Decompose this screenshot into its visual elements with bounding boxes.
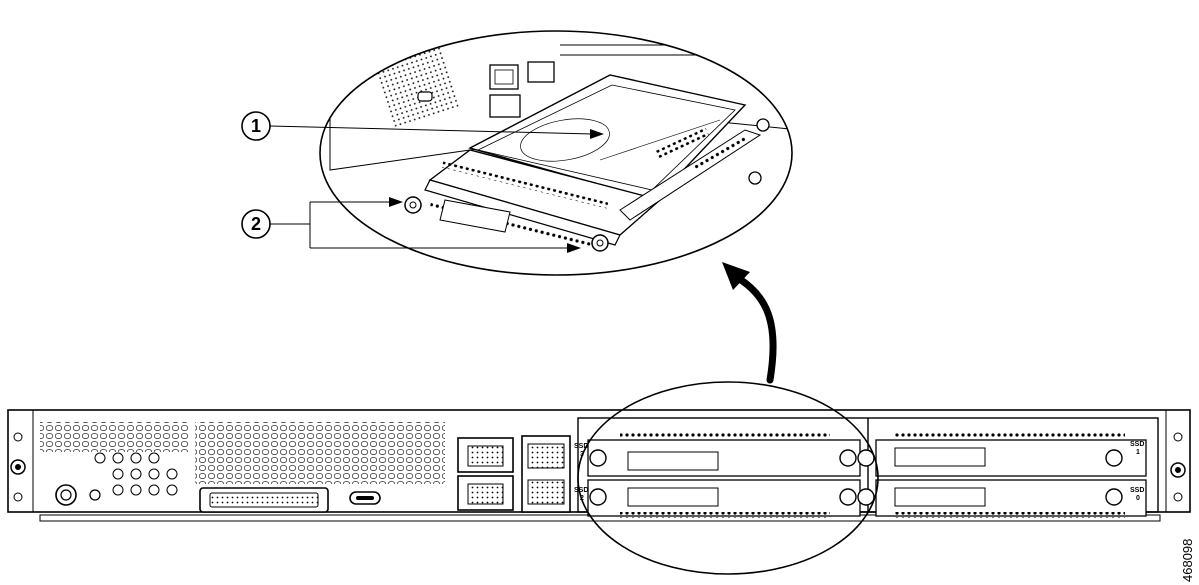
ssd-slot-3[interactable] xyxy=(587,432,861,477)
callout-2-number: 2 xyxy=(251,214,261,234)
rack-screw-left xyxy=(10,432,26,502)
ssd-label-0-prefix: SSD xyxy=(1130,487,1144,494)
zoom-arrow xyxy=(722,262,777,384)
callout-1-number: 1 xyxy=(251,116,261,136)
ssd-label-1-number: 1 xyxy=(1136,449,1140,456)
captive-screw-right xyxy=(591,234,609,252)
figure-id: 468098 xyxy=(1180,539,1195,582)
zoom-detail xyxy=(319,30,793,276)
highlight-ellipse xyxy=(577,381,879,575)
zoom-ellipse xyxy=(319,30,793,276)
captive-screw-rear xyxy=(748,118,770,185)
rj45-port-bottom[interactable] xyxy=(457,475,514,511)
status-led xyxy=(89,489,101,501)
ssd-label-0-number: 0 xyxy=(1136,495,1140,502)
console-connector[interactable] xyxy=(199,487,329,513)
ssd-slot-0[interactable] xyxy=(857,479,1147,518)
rack-screw-right xyxy=(1170,432,1186,502)
rj45-port-top[interactable] xyxy=(457,437,514,473)
ssd-slot-1[interactable] xyxy=(857,432,1147,477)
callout-2: 2 xyxy=(241,197,581,253)
ssd-label-2-prefix: SSD xyxy=(574,487,588,494)
captive-screw-left xyxy=(404,196,422,214)
ssd-slot-2[interactable] xyxy=(587,479,861,518)
usb-c-port[interactable] xyxy=(349,491,381,505)
vent-grid xyxy=(94,452,178,496)
sfp-cage[interactable] xyxy=(521,435,571,513)
callout-1: 1 xyxy=(241,111,604,141)
ssd-carrier xyxy=(424,129,762,249)
rear-ports xyxy=(417,61,555,118)
ssd-drive xyxy=(468,74,747,201)
ssd-label-1-prefix: SSD xyxy=(1130,441,1144,448)
power-button[interactable] xyxy=(55,484,77,506)
front-panel: SSD 3 SSD 2 SSD 1 SSD 0 xyxy=(7,409,1191,522)
ssd-label-3-prefix: SSD xyxy=(574,443,588,450)
vent-left xyxy=(40,422,190,452)
vent-center xyxy=(195,422,445,484)
